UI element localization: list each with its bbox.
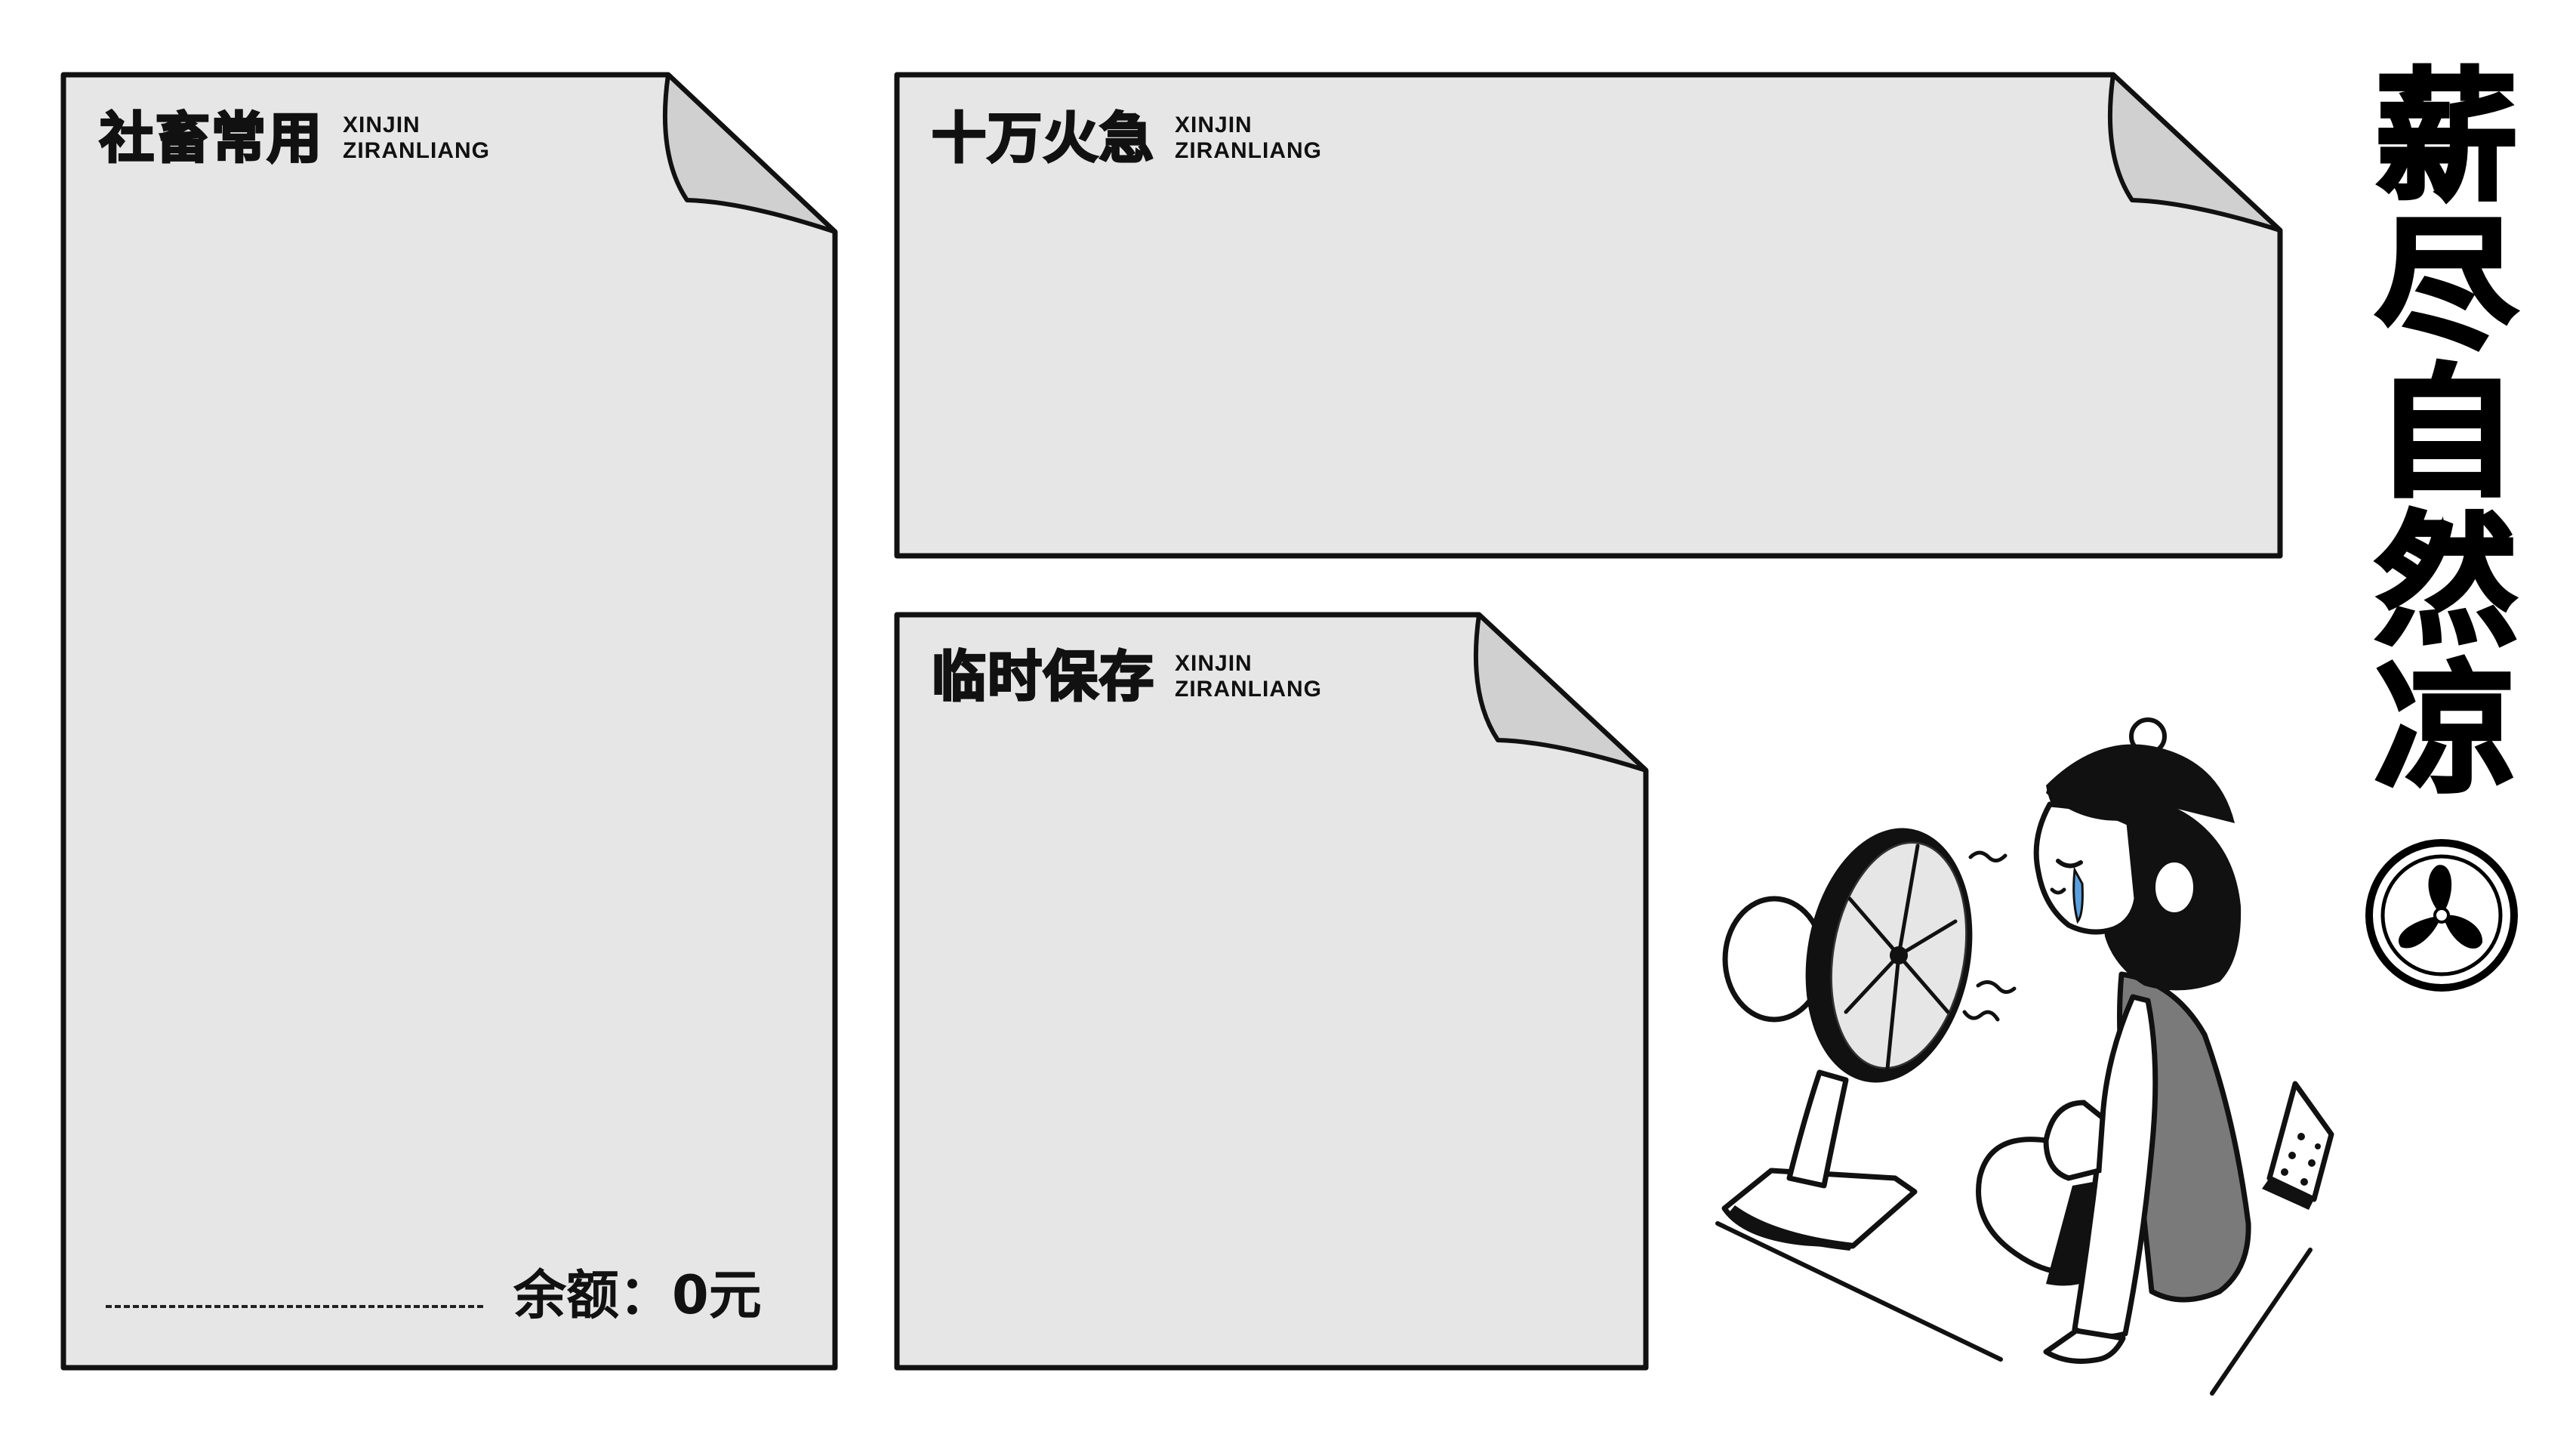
panel-frame [894, 72, 2283, 559]
girl-with-fan-illustration [1715, 717, 2334, 1396]
slogan-char: 薪 [2374, 55, 2519, 221]
panel-frame [60, 72, 838, 1371]
slogan-char: 自 [2374, 351, 2519, 517]
balance-label: 余额： [513, 1264, 672, 1326]
vertical-slogan: 薪 尽 自 然 凉 [2356, 55, 2537, 813]
panel-title: 社畜常用 [98, 106, 324, 170]
balance-dashed-line [106, 1305, 483, 1308]
panel-header: 临时保存 XINJIN ZIRANLIANG [930, 645, 1322, 708]
panel-header: 社畜常用 XINJIN ZIRANLIANG [98, 106, 490, 170]
panel-frame [894, 612, 1649, 1371]
slogan-char: 然 [2374, 499, 2519, 665]
balance-value: 0元 [672, 1264, 762, 1326]
panel-temporary: 临时保存 XINJIN ZIRANLIANG [894, 612, 1649, 1371]
slogan-char: 尽 [2374, 203, 2519, 369]
panel-header: 十万火急 XINJIN ZIRANLIANG [930, 106, 1322, 170]
panel-title: 临时保存 [930, 645, 1156, 708]
panel-subtitle: XINJIN ZIRANLIANG [1175, 112, 1322, 164]
panel-subtitle: XINJIN ZIRANLIANG [1175, 650, 1322, 702]
fan-icon [2365, 839, 2518, 992]
panel-daily-use: 社畜常用 XINJIN ZIRANLIANG [60, 72, 838, 1371]
balance-row: 余额： 0元 [106, 1269, 762, 1322]
slogan-char: 凉 [2374, 647, 2519, 813]
panel-subtitle: XINJIN ZIRANLIANG [343, 112, 490, 164]
panel-title: 十万火急 [930, 106, 1156, 170]
panel-urgent: 十万火急 XINJIN ZIRANLIANG [894, 72, 2283, 559]
